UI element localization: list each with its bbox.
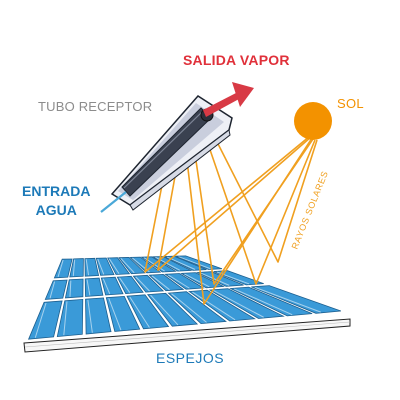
- water-inlet-label: ENTRADA AGUA: [22, 182, 90, 220]
- mirror-highlight: [63, 301, 68, 336]
- sun-ray: [193, 138, 314, 285]
- mirror-highlight: [86, 279, 91, 296]
- mirror-highlight: [171, 293, 207, 323]
- mirror-highlight: [87, 299, 93, 333]
- mirror-highlight: [120, 258, 135, 274]
- mirror-panel: [167, 291, 227, 325]
- water-inlet-label-line1: ENTRADA: [22, 183, 91, 199]
- mirror-highlight: [108, 298, 122, 331]
- mirror-highlight: [108, 258, 120, 274]
- mirror-panel: [129, 256, 162, 274]
- sun-rays: [144, 133, 318, 305]
- mirror-panel: [164, 255, 207, 271]
- mirror-highlight: [254, 286, 321, 313]
- mirror-panel: [148, 273, 185, 292]
- sun-ray: [205, 137, 316, 285]
- mirror-highlight: [85, 259, 90, 276]
- mirror-frame: [23, 318, 351, 353]
- arrow-up-right-icon: [203, 82, 254, 117]
- mirror-highlight: [97, 258, 105, 275]
- sun-label: SOL: [337, 96, 364, 111]
- mirror-highlight: [216, 271, 250, 285]
- mirror-highlight: [151, 275, 170, 291]
- mirror-highlight: [49, 281, 56, 299]
- mirror-panel: [27, 300, 63, 340]
- mirror-highlight: [129, 296, 150, 328]
- mirror-highlight: [69, 280, 72, 297]
- mirror-highlight: [150, 294, 179, 326]
- sun-ray: [157, 136, 312, 271]
- mirror-panel: [107, 257, 131, 275]
- mirror-highlight: [57, 259, 64, 278]
- receiver-tube-label: TUBO RECEPTOR: [38, 99, 153, 114]
- mirror-panel: [251, 285, 342, 314]
- mirror-panel: [180, 272, 225, 289]
- mirror-highlight: [200, 272, 230, 286]
- mirror-panel: [84, 277, 104, 297]
- sun-circle-icon: [294, 102, 332, 140]
- mirror-panel: [229, 286, 313, 317]
- steam-outlet-label: SALIDA VAPOR: [183, 52, 290, 68]
- mirror-panel: [100, 276, 124, 296]
- mirror-panel: [53, 258, 73, 279]
- mirror-panel: [208, 288, 285, 319]
- mirror-panel: [95, 257, 115, 276]
- mirror-highlight: [102, 278, 111, 295]
- mirror-panel: [105, 295, 141, 332]
- mirror-panel: [188, 289, 256, 322]
- mirror-panel: [116, 275, 144, 295]
- mirror-panel: [85, 297, 112, 335]
- mirror-panel: [126, 294, 170, 330]
- pipe-line-icon: [100, 191, 127, 213]
- mirror-highlight: [167, 274, 190, 289]
- mirror-field: [27, 255, 342, 340]
- mirror-panel: [64, 278, 84, 299]
- mirror-highlight: [184, 273, 210, 288]
- mirror-highlight: [72, 259, 76, 277]
- sun-ray: [212, 133, 318, 263]
- mirror-panel: [56, 298, 84, 338]
- mirror-highlight: [192, 291, 236, 321]
- sun-ray: [144, 135, 311, 273]
- mirror-highlight: [34, 302, 47, 338]
- mirror-panel: [118, 256, 146, 275]
- water-inlet-label-line2: AGUA: [35, 202, 77, 218]
- mirrors-label: ESPEJOS: [156, 350, 225, 366]
- mirror-panel: [164, 273, 205, 290]
- mirror-highlight: [213, 290, 264, 318]
- mirror-highlight: [119, 277, 131, 293]
- mirror-panel: [132, 274, 165, 293]
- mirror-panel: [146, 292, 199, 327]
- mirror-highlight: [178, 256, 211, 270]
- mirror-panel: [44, 279, 68, 300]
- mirror-highlight: [233, 288, 293, 316]
- mirror-highlight: [135, 276, 150, 292]
